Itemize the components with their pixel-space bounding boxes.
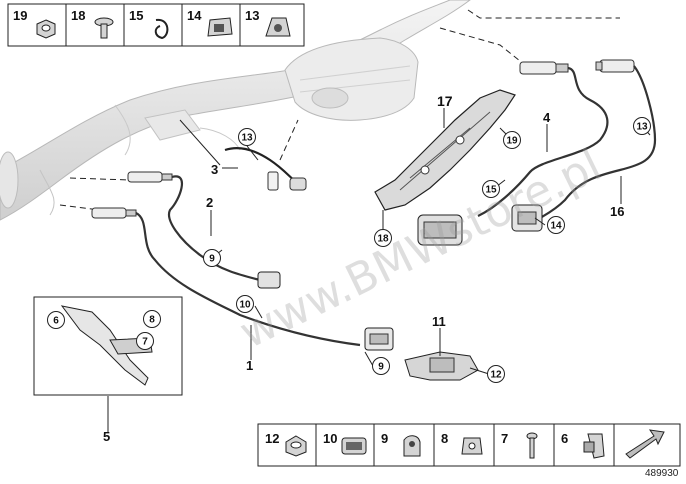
oxygen-sensor-2[interactable] bbox=[127, 171, 281, 289]
oxygen-sensor-4[interactable] bbox=[417, 61, 609, 246]
exhaust-bracket bbox=[144, 109, 241, 151]
cable-clip-icon bbox=[403, 435, 421, 457]
bottom-strip-number: 6 bbox=[561, 431, 568, 446]
callout-number: 1 bbox=[246, 358, 253, 373]
spring-nut-icon bbox=[461, 437, 483, 455]
circled-callout: 8 bbox=[143, 310, 161, 328]
bottom-strip-number: 8 bbox=[441, 431, 448, 446]
bottom-strip-cell: 6 bbox=[553, 424, 605, 466]
top-strip-cell: 14 bbox=[181, 4, 233, 46]
top-strip-number: 19 bbox=[13, 8, 27, 23]
circled-number: 7 bbox=[142, 337, 148, 348]
circled-number: 14 bbox=[550, 221, 562, 232]
screw-icon bbox=[94, 17, 114, 39]
circled-number: 9 bbox=[209, 254, 215, 265]
circled-callout: 10 bbox=[236, 295, 254, 313]
oxygen-sensor-1[interactable] bbox=[91, 207, 394, 351]
circled-number: 18 bbox=[377, 234, 389, 245]
circled-number: 9 bbox=[378, 362, 384, 373]
collar-nut-icon bbox=[285, 435, 307, 457]
circled-callout: 9 bbox=[203, 249, 221, 267]
circled-number: 13 bbox=[636, 122, 648, 133]
top-strip-cell: 15 bbox=[123, 4, 169, 46]
circled-callout: 13 bbox=[238, 128, 256, 146]
circled-number: 8 bbox=[149, 315, 155, 326]
bottom-strip-number: 7 bbox=[501, 431, 508, 446]
plug-housing-icon bbox=[341, 437, 367, 455]
top-strip-number: 18 bbox=[71, 8, 85, 23]
oxygen-sensor-3[interactable] bbox=[179, 119, 307, 191]
callout-number: 2 bbox=[206, 195, 213, 210]
circled-callout: 13 bbox=[633, 117, 651, 135]
callout-number: 3 bbox=[211, 162, 218, 177]
top-strip-number: 14 bbox=[187, 8, 202, 23]
circled-callout: 9 bbox=[372, 357, 390, 375]
sensor-bracket-17[interactable] bbox=[374, 89, 516, 211]
direction-arrow-icon bbox=[625, 429, 665, 459]
circled-number: 19 bbox=[506, 136, 518, 147]
circled-number: 6 bbox=[53, 316, 59, 327]
bottom-strip-number: 12 bbox=[265, 431, 279, 446]
top-strip-cell: 13 bbox=[239, 4, 291, 46]
circled-callout: 12 bbox=[487, 365, 505, 383]
cable-holder-icon bbox=[207, 17, 233, 37]
callout-number: 4 bbox=[543, 110, 551, 125]
callout-number: 17 bbox=[437, 93, 453, 109]
bottom-strip-number: 9 bbox=[381, 431, 388, 446]
circled-callout: 6 bbox=[47, 311, 65, 329]
expanding-rivet-icon bbox=[526, 432, 538, 459]
callout-number: 16 bbox=[610, 204, 624, 219]
circled-callout: 19 bbox=[503, 131, 521, 149]
catalytic-converter bbox=[284, 37, 419, 121]
circled-callout: 7 bbox=[136, 332, 154, 350]
callout-number: 5 bbox=[103, 429, 110, 444]
circled-callout: 15 bbox=[482, 180, 500, 198]
oxygen-sensor-16[interactable] bbox=[511, 59, 657, 232]
hex-nut-icon bbox=[36, 19, 56, 39]
top-strip-cell: 18 bbox=[65, 4, 114, 46]
hose-clip-icon bbox=[154, 18, 169, 40]
cable-clamp-icon bbox=[265, 17, 291, 37]
top-strip-cell: 19 bbox=[13, 8, 56, 39]
circled-number: 12 bbox=[490, 370, 502, 381]
circled-number: 15 bbox=[485, 185, 497, 196]
bottom-parts-strip: 12 10 9 8 7 6 bbox=[257, 423, 681, 467]
bottom-strip-cell: 8 bbox=[433, 424, 483, 466]
top-strip-number: 13 bbox=[245, 8, 259, 23]
document-number: 489930 bbox=[645, 468, 679, 479]
top-parts-strip: 19 18 15 14 13 bbox=[7, 3, 305, 47]
bottom-strip-cell: 12 bbox=[265, 431, 307, 457]
bottom-strip-cell: 10 bbox=[315, 424, 367, 466]
circled-number: 13 bbox=[241, 133, 253, 144]
cable-tie-icon bbox=[583, 433, 605, 459]
circled-number: 10 bbox=[239, 300, 251, 311]
callout-number: 11 bbox=[432, 314, 446, 329]
bottom-strip-cell: 7 bbox=[493, 424, 538, 466]
circled-callout: 14 bbox=[547, 216, 565, 234]
connector-bracket-11[interactable] bbox=[404, 340, 479, 381]
top-strip-number: 15 bbox=[129, 8, 143, 23]
bottom-strip-cell: 9 bbox=[373, 424, 421, 466]
circled-callout: 18 bbox=[374, 229, 392, 247]
bottom-strip-number: 10 bbox=[323, 431, 337, 446]
